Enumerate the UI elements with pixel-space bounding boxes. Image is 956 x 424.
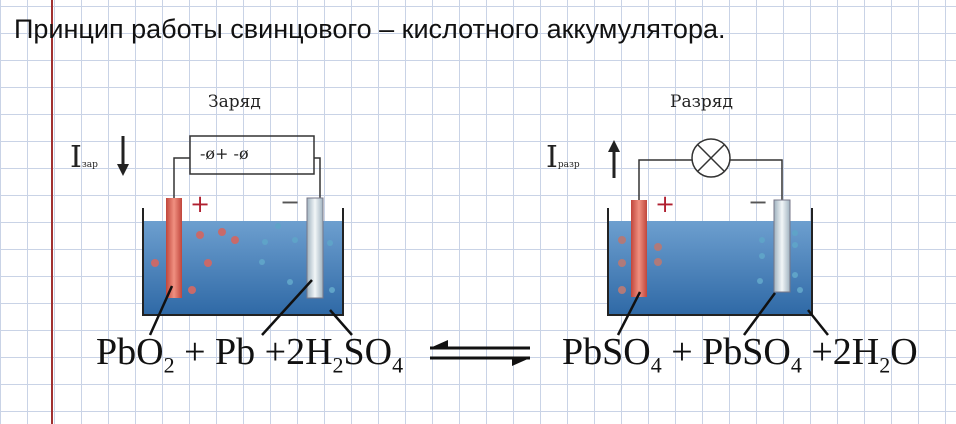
anode-electrode — [631, 200, 647, 297]
equation-reactants: PbO2 + Pb +2H2SO4 — [96, 331, 404, 378]
charge-current-label: Iзар — [70, 140, 98, 175]
cathode-electrode — [306, 197, 324, 299]
equation-products: PbSO4 + PbSO4 +2H2O — [562, 331, 918, 378]
discharge-label: Разряд — [670, 92, 733, 112]
charge-minus-sign: − — [280, 188, 301, 216]
power-source-terminals: -ø+ -ø — [200, 144, 249, 163]
discharge-minus-sign: − — [748, 188, 769, 216]
charge-label: Заряд — [208, 92, 261, 112]
notebook-margin-line — [51, 0, 53, 424]
discharge-current-label: Iразр — [546, 140, 580, 175]
arrow-up-icon — [608, 140, 620, 178]
lamp-icon — [691, 138, 731, 178]
arrow-down-icon — [117, 136, 129, 176]
cathode-electrode — [773, 199, 791, 293]
anode-electrode — [166, 198, 182, 298]
charge-tank — [142, 135, 353, 336]
charge-plus-sign: + — [190, 190, 211, 218]
discharge-tank — [607, 138, 829, 336]
slide-title: Принцип работы свинцового – кислотного а… — [14, 14, 726, 44]
power-source-box — [189, 135, 315, 175]
equilibrium-arrows-icon — [430, 340, 530, 366]
discharge-plus-sign: + — [655, 190, 676, 218]
